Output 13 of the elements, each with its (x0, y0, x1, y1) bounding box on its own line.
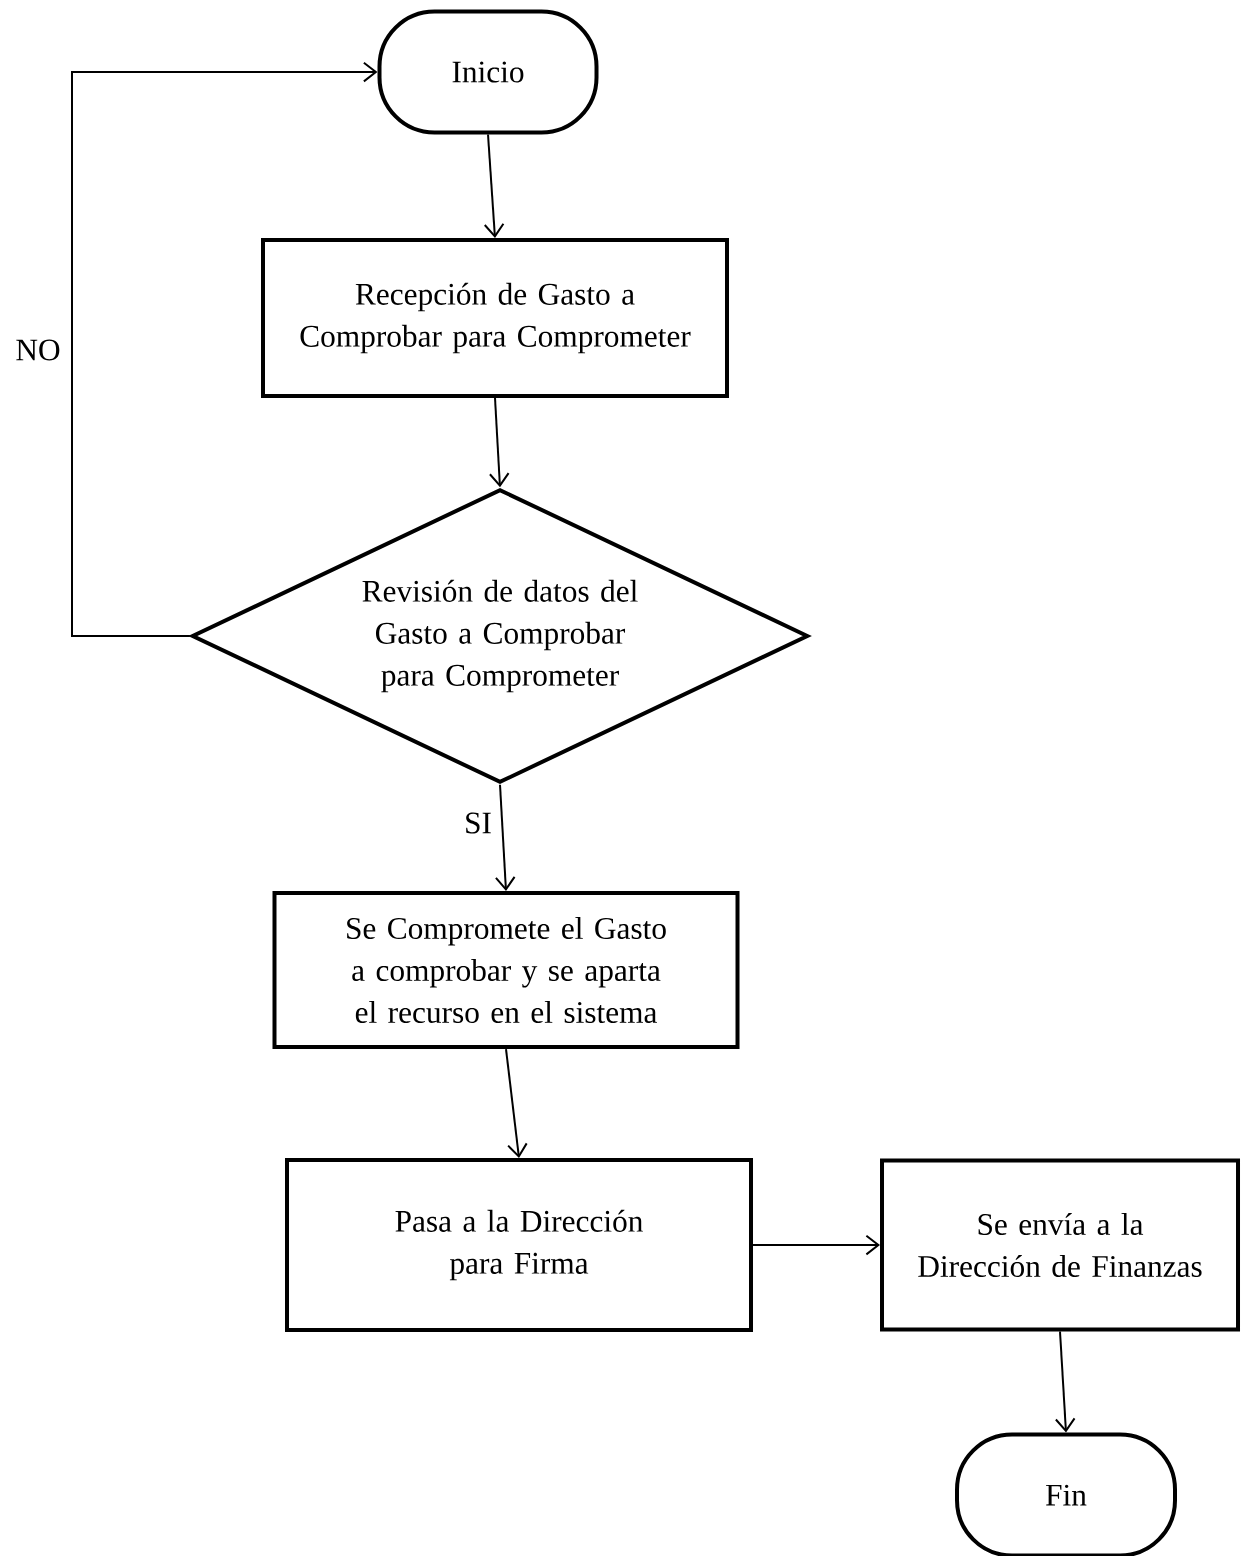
arrow (505, 1048, 528, 1158)
process-box: Recepción de Gasto a Comprobar para Comprometer (261, 238, 729, 398)
edge-label: SI (466, 812, 491, 834)
arrow (1054, 1330, 1076, 1433)
arrow (71, 61, 378, 637)
arrow (483, 133, 505, 238)
process-box: Se Compromete el Gasto a comprobar y se aparta el recurso en el sistema (272, 891, 740, 1049)
process-box: Se envía a la Dirección de Finanzas (880, 1158, 1240, 1332)
edge-label: NO (16, 339, 60, 361)
arrow (488, 397, 510, 488)
process-box: Pasa a la Dirección para Firma (285, 1158, 753, 1332)
arrow (752, 1234, 880, 1256)
arrow (494, 783, 516, 891)
